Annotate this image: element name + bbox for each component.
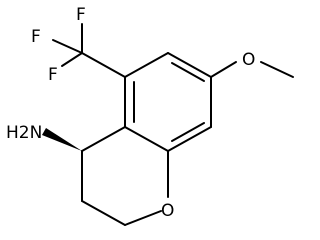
bond-c8-c8a — [167, 126, 212, 152]
atom-label-f-bottom: F — [48, 65, 58, 85]
methoxy-group — [210, 61, 294, 78]
atom-label-methoxy-oxygen: O — [242, 50, 255, 70]
bond-cf3-f-left — [52, 39, 83, 54]
pyran-ring — [81, 126, 169, 226]
aromatic-ring — [124, 52, 212, 152]
bond-c5-c6 — [124, 52, 169, 78]
trifluoromethyl-group — [52, 23, 126, 78]
bond-c8-c8a-inner — [171, 122, 205, 142]
atom-label-amine: H2N — [6, 123, 42, 143]
bond-c5-cf3 — [81, 52, 126, 78]
bond-cf3-f-bottom — [61, 52, 83, 67]
bond-c2-c3 — [81, 200, 126, 226]
molecule-drawing: F F F H2N O O — [6, 5, 294, 226]
bond-c8a-c4a — [124, 126, 169, 152]
bond-c6-c7 — [167, 52, 212, 78]
structure-canvas: F F F H2N O O — [6, 5, 294, 226]
bond-o1-c2 — [124, 210, 162, 226]
atom-label-f-top: F — [76, 5, 86, 25]
bond-c4-c4a — [81, 126, 126, 152]
atom-label-ring-oxygen: O — [161, 201, 174, 221]
bond-c7-o — [210, 61, 237, 78]
bond-o-ch3 — [260, 61, 294, 78]
stereo-wedge-bond — [42, 128, 82, 151]
bond-c6-c7-inner — [171, 62, 205, 82]
atom-label-f-left: F — [31, 27, 41, 47]
